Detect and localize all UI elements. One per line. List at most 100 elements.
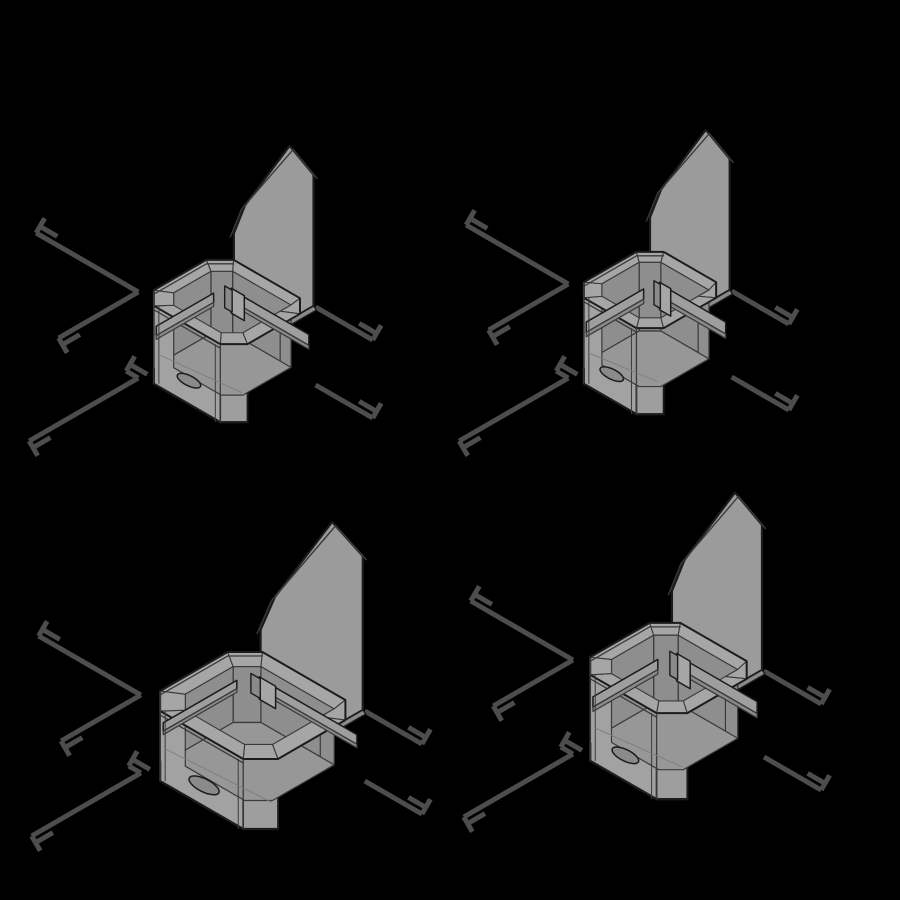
dimension-tick [33,217,47,235]
dimension-barb [41,627,62,642]
dimension-line [492,657,575,709]
dimension-line [37,633,143,698]
dimension-tick [27,439,40,457]
case-body-group [589,621,748,801]
view-top-right [457,128,800,457]
dimension-barb [473,592,494,607]
left-latch-strap-edge [162,688,238,736]
dimension-tick [36,620,50,638]
fittings-group [153,285,310,423]
lid-scribe-line [256,525,367,635]
dimension-line [462,751,575,820]
front-handle-slot [599,366,625,383]
rim-band-segment [635,317,665,329]
rim-band-segment [649,622,681,636]
case-body-group [152,258,301,424]
dimension-tick [818,688,832,706]
dimension-tick [124,355,137,373]
dimension-barb [31,435,52,450]
dimension-barb [357,321,378,336]
hidden-construction-line [594,727,682,767]
dimension-line [762,668,823,707]
left-latch-strap-edge [155,301,215,341]
dimension-tick [786,394,800,412]
dimension-barb [774,391,794,406]
dimension-tick [491,704,504,722]
hidden-construction-line [163,747,273,803]
dimension-tick [554,355,567,373]
right-latch-keeper [250,672,262,700]
dimension-line [59,692,143,744]
dimension-line [57,289,140,341]
dimension-barb [128,362,149,377]
dimension-barb [461,435,482,450]
front-handle-slot [611,746,640,765]
dimension-barb [63,735,84,750]
interior-floor [610,703,739,771]
dimension-tick [786,308,800,326]
rim-band-segment [242,743,279,760]
hidden-construction-line [157,353,242,393]
dimension-barb [774,305,794,320]
dimension-group [29,620,433,852]
dimension-barb [407,795,428,810]
rim-band-segment [227,651,263,668]
dimension-barb [34,830,55,845]
view-bottom-left [29,520,433,852]
dimension-line [730,288,791,327]
dimension-line [34,230,140,295]
view-bottom-right [461,491,832,833]
dimension-tick [461,815,475,833]
rim-band-segment [635,251,665,263]
dimension-barb [407,725,428,740]
dimension-tick [818,774,832,792]
dimension-barb [61,332,82,347]
dimension-line [487,281,570,333]
dimension-barb [38,224,59,239]
dimension-group [457,209,800,457]
rim-band-segment [656,700,688,714]
dimension-barb [466,811,487,826]
dimension-barb [468,216,489,231]
view-top-left [27,144,384,457]
dimension-barb [357,399,378,414]
dimension-line [363,708,424,747]
dimension-line [314,382,374,421]
dimension-barb [491,324,512,339]
dimension-group [461,585,832,833]
front-handle-slot [188,775,220,796]
dimension-line [469,598,575,663]
case-body-group [582,250,718,416]
rim-band-segment [205,259,235,272]
interior-floor [173,333,292,396]
dimension-line [762,754,823,793]
rim-band-segment [219,332,248,345]
dimension-barb [806,685,827,700]
right-latch-keeper [223,285,233,313]
dimension-barb [806,771,827,786]
dimension-tick [558,731,572,749]
dimension-line [457,375,570,444]
front-handle-slot [176,372,202,389]
dimension-line [27,375,140,444]
lid-scribe-line [645,132,734,222]
fittings-group [589,650,758,800]
dimension-line [363,778,424,817]
dimension-barb [495,700,516,715]
right-latch-keeper [669,650,679,681]
dimension-barb [131,757,152,772]
lid-scribe-line [667,495,767,596]
dimension-line [314,304,374,343]
dimension-barb [558,362,579,377]
hidden-construction-line [587,352,658,382]
interior-floor [601,330,710,388]
lid-scribe-line [229,148,318,238]
dimension-line [30,770,143,839]
dimension-line [464,222,570,287]
dimension-tick [58,739,72,757]
dimension-tick [457,439,470,457]
left-latch-strap-edge [585,298,645,338]
right-latch-keeper [653,280,662,310]
